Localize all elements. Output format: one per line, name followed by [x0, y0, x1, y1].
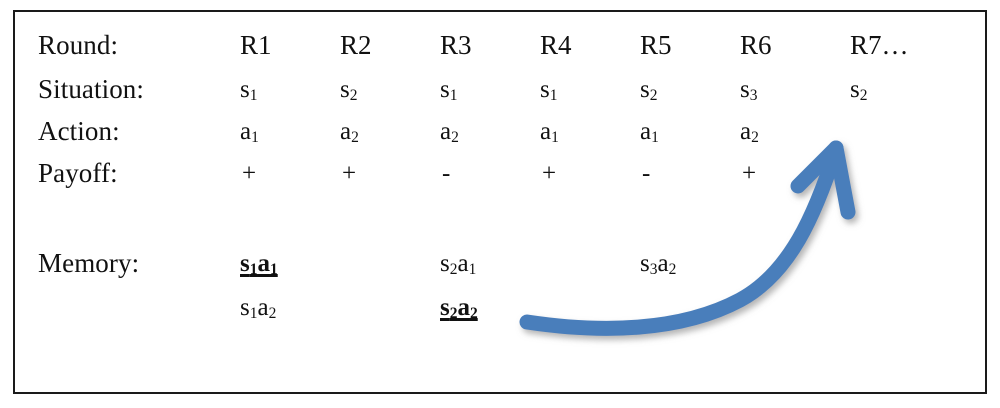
situation-cell-r1: s1: [240, 76, 258, 105]
memory-entry-line1-r1: s1a1: [240, 250, 278, 279]
payoff-cell-r6: +: [742, 160, 757, 187]
row-label-situation: Situation:: [38, 74, 145, 104]
action-cell-r3: a2: [440, 118, 459, 147]
memory-entry-line2-r1: s1a2: [240, 294, 277, 323]
situation-cell-r2: s2: [340, 76, 358, 105]
round-header-6: R6: [740, 30, 772, 60]
payoff-cell-r3: -: [442, 160, 451, 187]
situation-cell-r3: s1: [440, 76, 458, 105]
row-label-round: Round:: [38, 30, 119, 60]
row-label-action: Action:: [38, 116, 120, 146]
payoff-cell-r4: +: [542, 160, 557, 187]
round-header-2: R2: [340, 30, 372, 60]
round-header-5: R5: [640, 30, 672, 60]
round-header-3: R3: [440, 30, 472, 60]
situation-cell-r6: s3: [740, 76, 758, 105]
memory-entry-line1-r5: s3a2: [640, 250, 677, 279]
round-header-4: R4: [540, 30, 572, 60]
action-cell-r5: a1: [640, 118, 659, 147]
payoff-cell-r5: -: [642, 160, 651, 187]
situation-cell-r5: s2: [640, 76, 658, 105]
action-cell-r4: a1: [540, 118, 559, 147]
situation-cell-r4: s1: [540, 76, 558, 105]
row-label-memory: Memory:: [38, 248, 140, 278]
action-cell-r2: a2: [340, 118, 359, 147]
row-label-payoff: Payoff:: [38, 158, 118, 188]
memory-entry-line1-r3: s2a1: [440, 250, 477, 279]
situation-cell-r7: s2: [850, 76, 868, 105]
memory-entry-line2-r3: s2a2: [440, 294, 478, 323]
action-cell-r1: a1: [240, 118, 259, 147]
payoff-cell-r1: +: [242, 160, 257, 187]
round-header-1: R1: [240, 30, 272, 60]
payoff-cell-r2: +: [342, 160, 357, 187]
round-header-7: R7…: [850, 30, 909, 60]
action-cell-r6: a2: [740, 118, 759, 147]
